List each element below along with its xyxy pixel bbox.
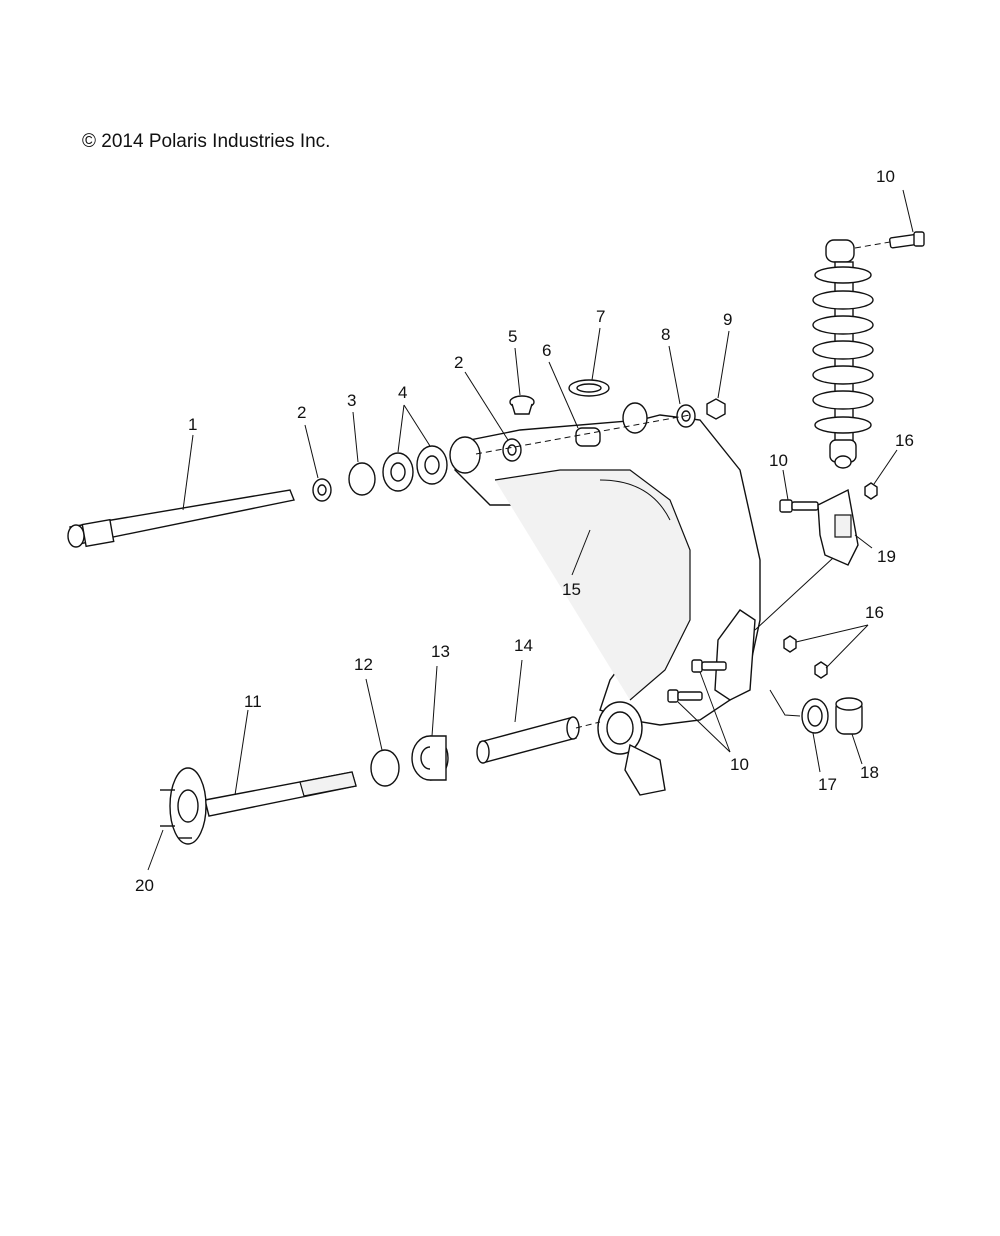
- callout-12: 12: [354, 655, 373, 674]
- callout-6: 6: [542, 341, 551, 360]
- bushing-upper-part[interactable]: [464, 371, 522, 462]
- pivot-shaft-part[interactable]: [67, 434, 295, 548]
- callout-17: 17: [818, 775, 837, 794]
- axle-snap-ring-part[interactable]: [365, 678, 400, 787]
- seal-part[interactable]: [568, 327, 610, 397]
- bracket-part[interactable]: [754, 488, 873, 631]
- mount-nut-part[interactable]: [864, 449, 898, 500]
- lower-bolts-part[interactable]: [667, 659, 731, 753]
- copyright-notice: © 2014 Polaris Industries Inc.: [82, 131, 331, 152]
- shock-absorber-part[interactable]: [812, 239, 874, 469]
- swing-arm-part[interactable]: [449, 402, 761, 796]
- axis-line-shock: [854, 241, 891, 249]
- callout-16-top: 16: [895, 431, 914, 450]
- callout-7: 7: [596, 307, 605, 326]
- callout-10-top: 10: [876, 167, 895, 186]
- nut-part[interactable]: [706, 330, 730, 420]
- mount-bolt-part[interactable]: [779, 469, 819, 513]
- spacer-tube-part[interactable]: [476, 659, 601, 764]
- sleeve-part[interactable]: [548, 361, 601, 447]
- snap-ring-part[interactable]: [348, 411, 376, 496]
- callout-10-lower: 10: [730, 755, 749, 774]
- callout-11: 11: [244, 692, 262, 711]
- callout-13: 13: [431, 642, 450, 661]
- callout-4: 4: [398, 383, 407, 402]
- callout-18: 18: [860, 763, 879, 782]
- shock-bolt-part[interactable]: [889, 189, 925, 249]
- callout-8: 8: [661, 325, 670, 344]
- callout-2-left: 2: [297, 403, 306, 422]
- callout-3: 3: [347, 391, 356, 410]
- bushing-right-part[interactable]: [668, 345, 696, 428]
- callout-19: 19: [877, 547, 896, 566]
- sleeve-18-part[interactable]: [835, 697, 863, 765]
- callout-16-lower: 16: [865, 603, 884, 622]
- axis-line-upper: [475, 414, 691, 455]
- bushing-part[interactable]: [304, 424, 332, 502]
- callout-15: 15: [562, 580, 581, 599]
- callout-10-mid: 10: [769, 451, 788, 470]
- callout-20: 20: [135, 876, 154, 895]
- hub-stud-leader: [147, 829, 164, 871]
- axle-bearing-part[interactable]: [411, 665, 449, 781]
- sleeve-17-part[interactable]: [769, 689, 829, 773]
- cap-part[interactable]: [509, 347, 535, 415]
- bearing-pair-part[interactable]: [382, 404, 448, 492]
- callout-5: 5: [508, 327, 517, 346]
- callout-2-upper: 2: [454, 353, 463, 372]
- callout-14: 14: [514, 636, 533, 655]
- lower-nuts-part[interactable]: [783, 624, 869, 679]
- callout-9: 9: [723, 310, 732, 329]
- callout-1: 1: [188, 415, 197, 434]
- axle-shaft-part[interactable]: [160, 709, 357, 845]
